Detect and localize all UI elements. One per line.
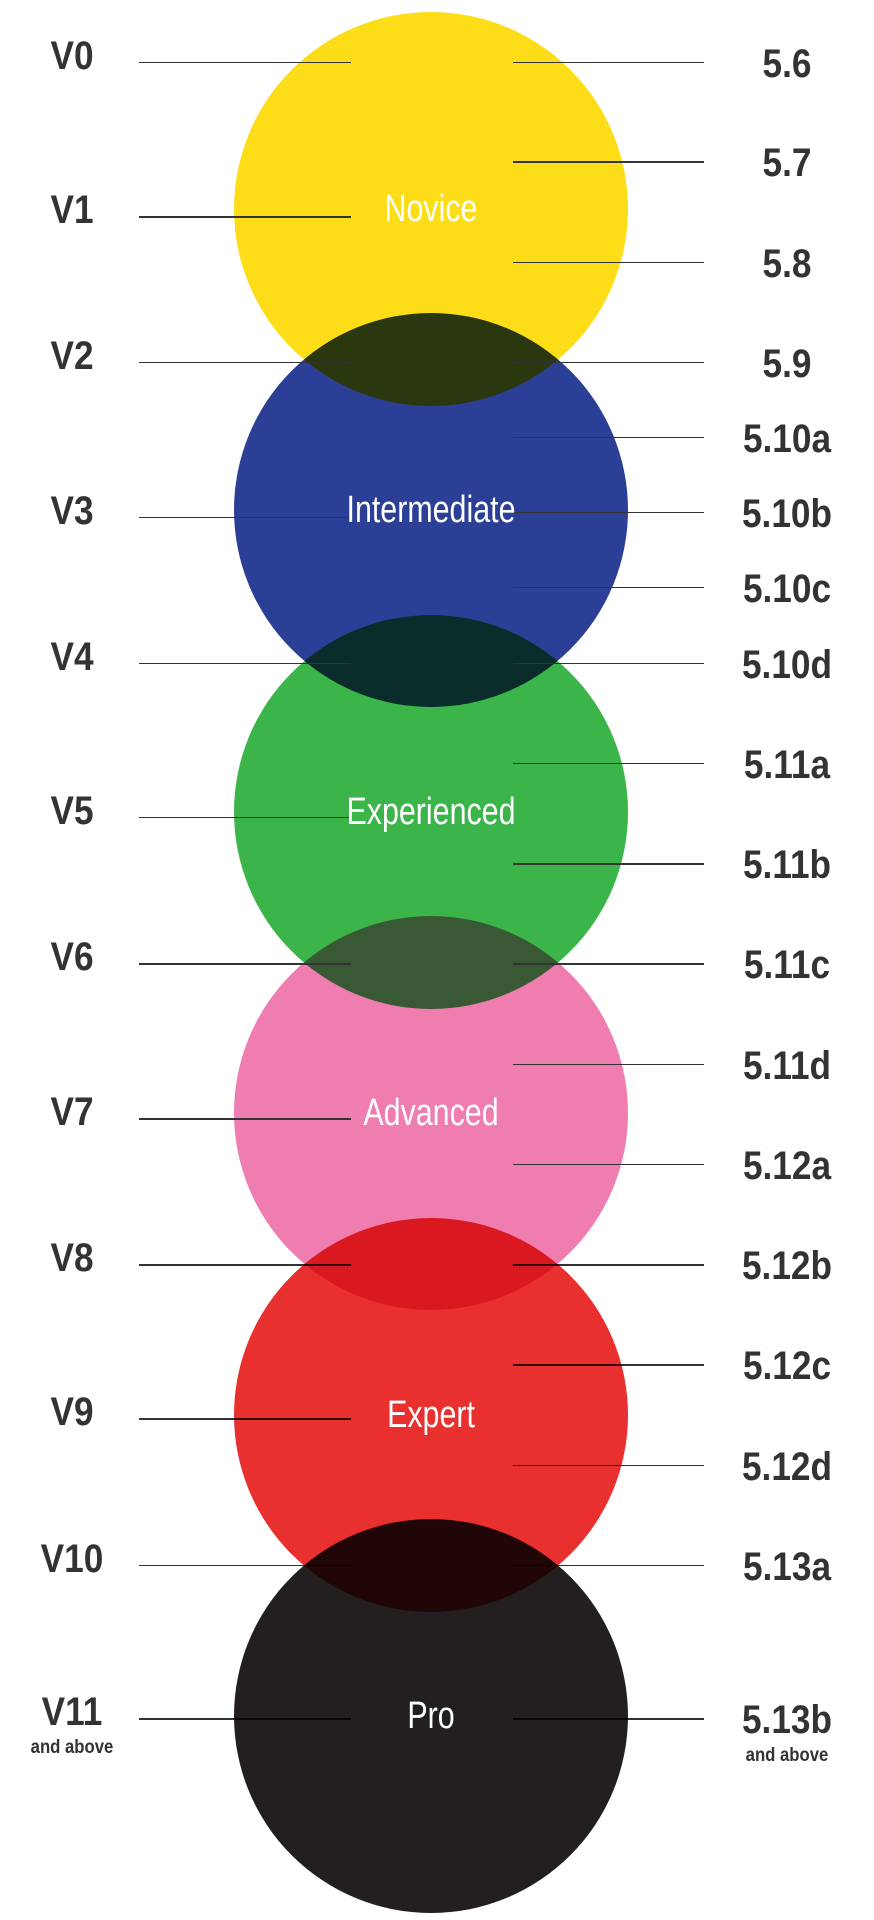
yds-grade-label: 5.9 — [762, 341, 812, 386]
yds-grade-label: 5.11c — [743, 943, 831, 988]
v-grade-label: V9 — [50, 1390, 94, 1435]
v-grade-line — [139, 816, 351, 819]
v-grade-line — [139, 216, 351, 218]
v-grade-label: V7 — [50, 1090, 94, 1135]
yds-grade-label: 5.13a — [742, 1544, 832, 1589]
level-label: Advanced — [363, 1092, 499, 1135]
v-grade-line — [139, 61, 351, 63]
yds-grade-line — [513, 361, 704, 364]
v-grade-line — [139, 1118, 351, 1120]
yds-grade-line — [513, 662, 704, 665]
yds-grade-line — [513, 1163, 704, 1166]
yds-grade-line — [513, 511, 704, 514]
yds-grade-label: 5.12c — [742, 1344, 832, 1389]
yds-grade-label: 5.10a — [742, 416, 832, 461]
v-grade-label: V5 — [50, 788, 94, 833]
v-grade-label: V4 — [50, 634, 94, 679]
level-label: Expert — [387, 1393, 475, 1436]
yds-grade-label: 5.6 — [762, 41, 812, 86]
yds-grade-note: and above — [745, 1745, 829, 1767]
yds-grade-label: 5.11d — [742, 1043, 832, 1088]
yds-grade-label: 5.10c — [742, 566, 832, 611]
yds-grade-line — [513, 762, 704, 765]
v-grade-label: V2 — [50, 333, 94, 378]
v-grade-label: V10 — [40, 1536, 104, 1581]
yds-grade-label: 5.11b — [742, 843, 832, 888]
v-grade-label: V11 — [41, 1690, 103, 1735]
level-label: Intermediate — [346, 489, 516, 532]
yds-grade-line — [513, 963, 704, 965]
v-grade-label: V0 — [50, 33, 94, 78]
v-grade-line — [139, 1564, 351, 1567]
v-grade-line — [139, 963, 351, 965]
yds-grade-line — [513, 61, 704, 63]
v-grade-label: V8 — [50, 1236, 94, 1281]
yds-grade-line — [513, 586, 704, 589]
yds-grade-line — [513, 436, 704, 439]
yds-grade-line — [513, 1264, 704, 1266]
yds-grade-line — [513, 261, 704, 264]
v-grade-line — [139, 1264, 351, 1266]
yds-grade-line — [513, 863, 704, 865]
v-grade-note: and above — [30, 1737, 114, 1759]
level-label: Pro — [407, 1694, 455, 1737]
v-grade-label: V6 — [50, 935, 94, 980]
v-grade-line — [139, 516, 351, 519]
v-grade-label: V3 — [50, 488, 94, 533]
yds-grade-line — [513, 1063, 704, 1066]
level-circle-pro — [234, 1518, 628, 1913]
yds-grade-line — [513, 161, 704, 163]
yds-grade-label: 5.7 — [762, 141, 812, 186]
yds-grade-label: 5.10d — [741, 642, 833, 687]
level-label: Novice — [384, 188, 478, 231]
v-grade-line — [139, 361, 351, 364]
yds-grade-label: 5.13b — [741, 1698, 833, 1743]
v-grade-line — [139, 662, 351, 665]
yds-grade-label: 5.8 — [762, 241, 812, 286]
yds-grade-label: 5.12a — [742, 1143, 832, 1188]
level-label: Experienced — [346, 790, 516, 833]
yds-grade-label: 5.11a — [743, 742, 831, 787]
yds-grade-line — [513, 1564, 704, 1567]
yds-grade-label: 5.12d — [741, 1444, 833, 1489]
yds-grade-label: 5.12b — [741, 1244, 833, 1289]
v-grade-label: V1 — [50, 188, 94, 233]
yds-grade-label: 5.10b — [741, 491, 833, 536]
